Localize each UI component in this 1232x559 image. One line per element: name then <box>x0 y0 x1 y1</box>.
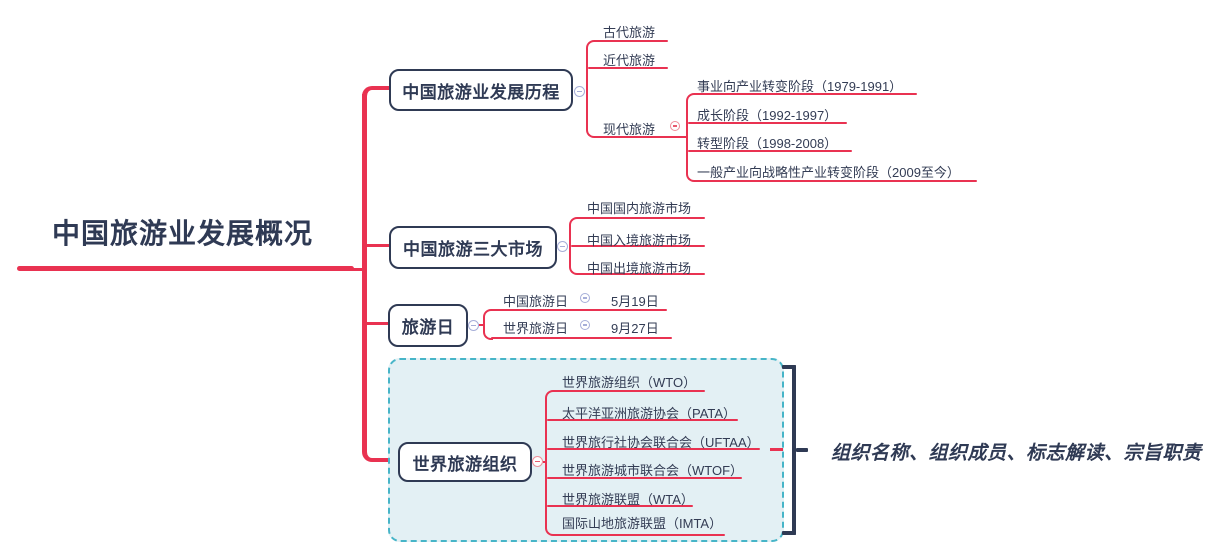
subtopic-early-modern-tourism[interactable]: 近代旅游 <box>603 53 656 68</box>
collapse-minus-icon[interactable] <box>670 121 680 131</box>
connector-line <box>571 245 705 247</box>
collapse-minus-icon[interactable] <box>468 320 479 331</box>
summary-bracket-bottom <box>782 531 796 535</box>
connector-line <box>547 505 693 507</box>
connector-line <box>366 322 388 325</box>
root-topic[interactable]: 中国旅游业发展概况 <box>52 218 314 249</box>
connector-line <box>491 337 672 339</box>
connector-group <box>686 93 696 182</box>
connector-line <box>688 150 852 152</box>
subtopic-uftaa[interactable]: 世界旅行社协会联合会（UFTAA） <box>562 435 760 450</box>
connector-line <box>547 448 760 450</box>
main-topic-tourism-day[interactable]: 旅游日 <box>388 304 468 347</box>
connector-group <box>569 217 579 275</box>
collapse-minus-icon[interactable] <box>574 86 585 97</box>
connector-group <box>483 309 493 340</box>
subtopic-ancient-tourism[interactable]: 古代旅游 <box>603 25 656 40</box>
main-topic-history[interactable]: 中国旅游业发展历程 <box>389 69 573 111</box>
subtopic-china-tourism-date[interactable]: 5月19日 <box>611 294 659 309</box>
subtopic-stage-1998-2008[interactable]: 转型阶段（1998-2008） <box>697 136 838 151</box>
connector-line <box>694 180 977 182</box>
collapse-minus-icon[interactable] <box>580 293 590 303</box>
subtopic-china-tourism-day[interactable]: 中国旅游日 <box>503 294 569 309</box>
connector-line <box>594 40 668 42</box>
subtopic-world-tourism-day[interactable]: 世界旅游日 <box>503 321 569 336</box>
connector-curve-top <box>362 86 389 100</box>
subtopic-outbound-market[interactable]: 中国出境旅游市场 <box>587 261 692 276</box>
subtopic-stage-2009-now[interactable]: 一般产业向战略性产业转变阶段（2009至今） <box>697 165 960 180</box>
subtopic-pata[interactable]: 太平洋亚洲旅游协会（PATA） <box>562 406 737 421</box>
connector-group <box>545 390 555 536</box>
connector-line <box>547 419 738 421</box>
main-topic-world-orgs[interactable]: 世界旅游组织 <box>398 442 532 482</box>
connector-line <box>588 67 668 69</box>
subtopic-stage-1979-1991[interactable]: 事业向产业转变阶段（1979-1991） <box>697 79 903 94</box>
connector-line <box>366 244 389 247</box>
connector-line <box>577 273 705 275</box>
summary-bracket <box>792 365 796 535</box>
connector-trunk <box>362 94 367 452</box>
connector-line <box>351 268 363 271</box>
subtopic-domestic-market[interactable]: 中国国内旅游市场 <box>587 201 692 216</box>
summary-bracket-top <box>782 365 796 369</box>
root-underline <box>17 266 354 271</box>
subtopic-world-tourism-date[interactable]: 9月27日 <box>611 321 659 336</box>
subtopic-stage-1992-1997[interactable]: 成长阶段（1992-1997） <box>697 108 838 123</box>
summary-bracket-tick <box>796 448 808 452</box>
subtopic-modern-tourism[interactable]: 现代旅游 <box>603 122 656 137</box>
collapse-minus-icon[interactable] <box>532 456 543 467</box>
connector-line <box>491 309 667 311</box>
connector-line <box>688 122 847 124</box>
subtopic-inbound-market[interactable]: 中国入境旅游市场 <box>587 233 692 248</box>
connector-line <box>694 93 917 95</box>
subtopic-wto[interactable]: 世界旅游组织（WTO） <box>562 375 697 390</box>
connector-line <box>594 136 687 138</box>
connector-line <box>553 390 705 392</box>
summary-topic[interactable]: 组织名称、组织成员、标志解读、宗旨职责 <box>831 443 1202 464</box>
connector-group <box>586 40 596 138</box>
subtopic-imta[interactable]: 国际山地旅游联盟（IMTA） <box>562 516 723 531</box>
subtopic-wta[interactable]: 世界旅游联盟（WTA） <box>562 492 694 507</box>
connector-line <box>770 448 783 451</box>
subtopic-wtof[interactable]: 世界旅游城市联合会（WTOF） <box>562 463 744 478</box>
connector-line <box>553 534 725 536</box>
connector-line <box>547 477 742 479</box>
connector-line <box>577 217 705 219</box>
connector-line <box>479 324 484 326</box>
collapse-minus-icon[interactable] <box>580 320 590 330</box>
main-topic-markets[interactable]: 中国旅游三大市场 <box>389 226 557 269</box>
collapse-minus-icon[interactable] <box>557 241 568 252</box>
connector-curve-bottom <box>362 447 398 462</box>
